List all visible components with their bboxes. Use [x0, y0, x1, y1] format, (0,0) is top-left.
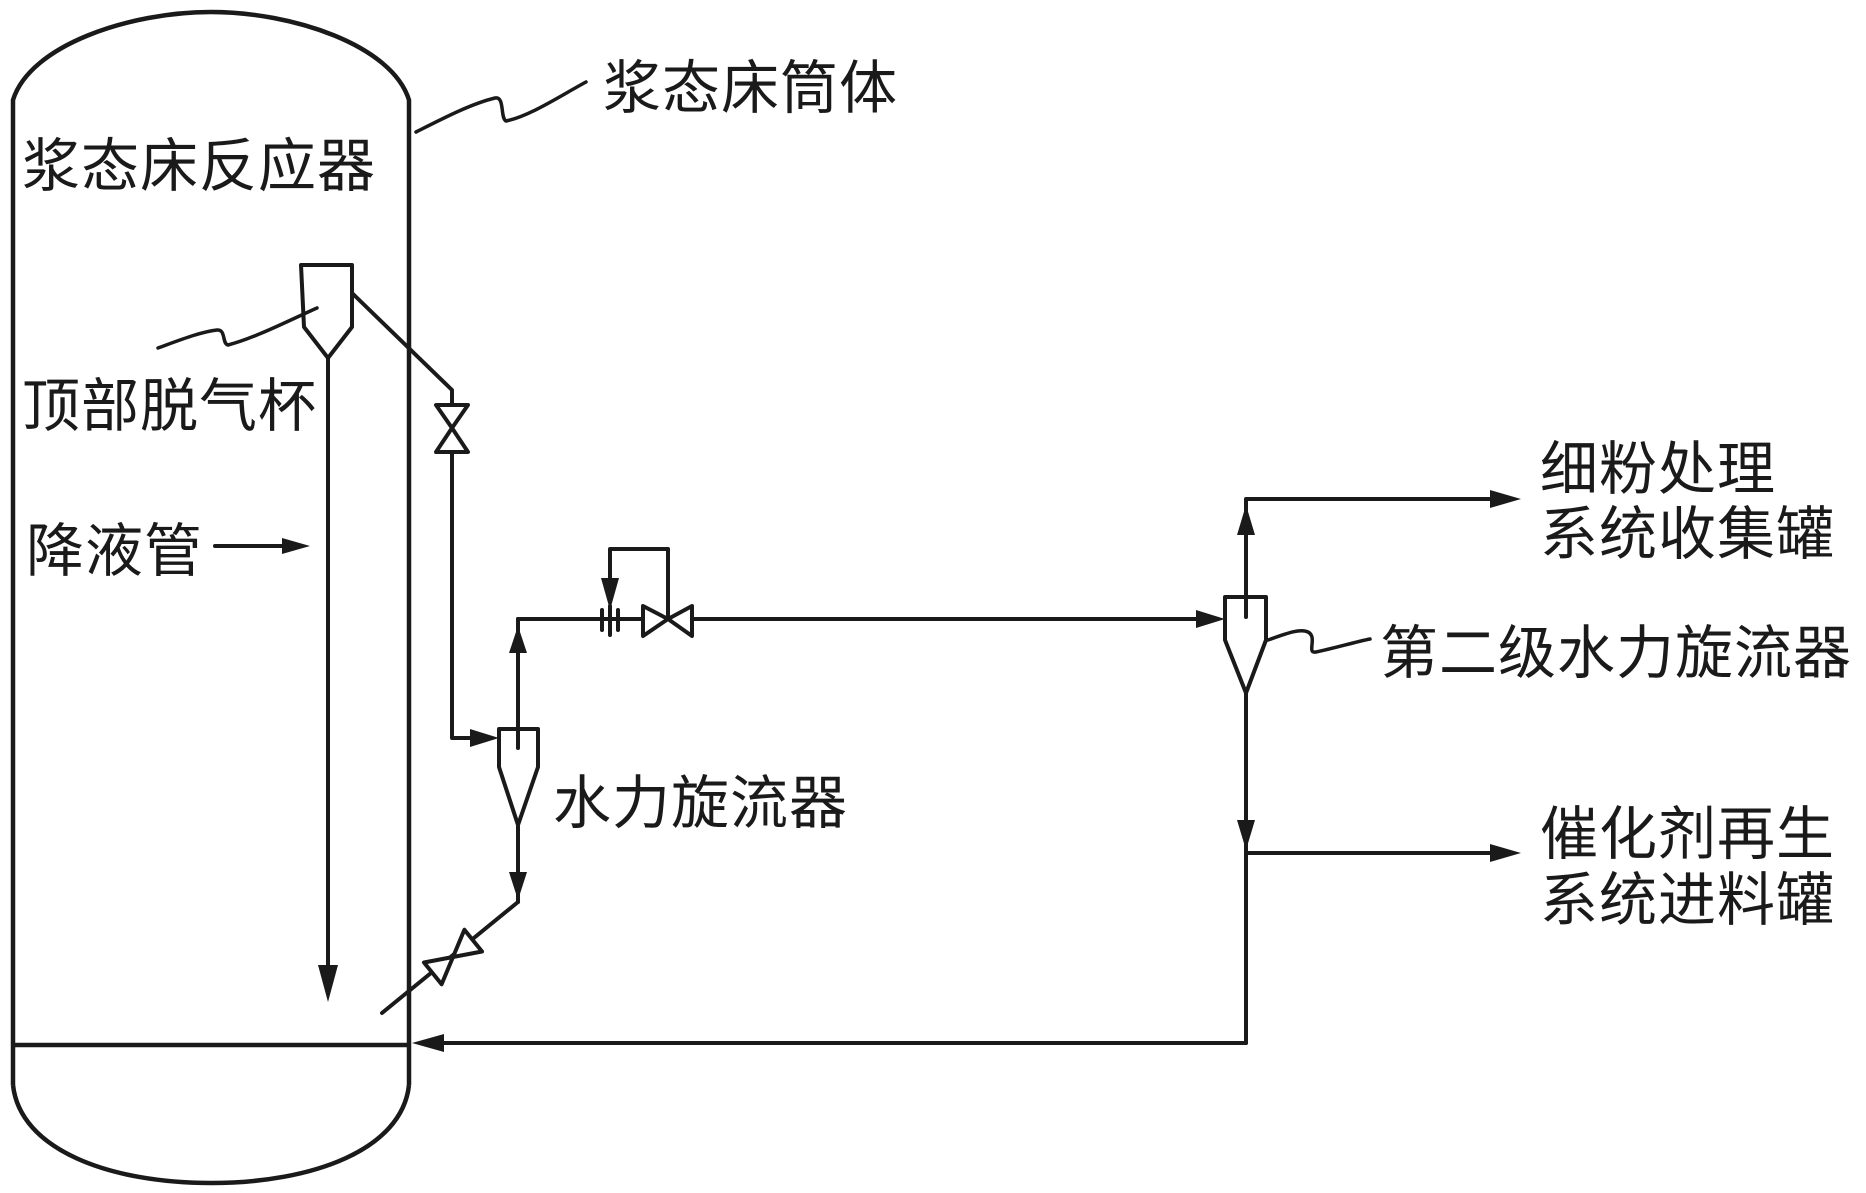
second-hydrocyclone-label: 第二级水力旋流器 — [1380, 619, 1852, 687]
gate-valve-icon-b — [451, 927, 485, 959]
cyclone-2-inlet-arrow-icon — [1196, 610, 1225, 628]
cup-outlet-pipe — [350, 291, 454, 407]
reactor-return-arrow-icon — [412, 1034, 444, 1052]
cyclone-2-leader-line — [1266, 628, 1372, 654]
downcomer-arrow-icon — [318, 965, 338, 1002]
valve-2[interactable] — [421, 927, 485, 987]
valve-1[interactable] — [434, 403, 470, 454]
hydrocyclone-label: 水力旋流器 — [553, 769, 848, 837]
gate-valve-icon — [421, 955, 455, 987]
downcomer-label: 降液管 — [26, 517, 203, 585]
reactor-vessel — [10, 9, 412, 1186]
cyclone-1-overflow-arrow-icon — [509, 626, 527, 653]
regen-tank-label-line1: 催化剂再生 — [1540, 800, 1835, 868]
fines-tank-arrow-icon — [1490, 490, 1521, 508]
reactor-label: 浆态床反应器 — [22, 132, 376, 200]
hydrocyclone-1 — [497, 727, 540, 827]
degassing-cup-leader-line — [156, 306, 319, 350]
reactor-shell-leader-line — [414, 80, 588, 134]
fines-tank-label-line2: 系统收集罐 — [1540, 500, 1835, 568]
hydrocyclone-2 — [1223, 595, 1268, 695]
fines-tank-label-line1: 细粉处理 — [1540, 435, 1776, 503]
hydrocyclone-2-body — [1223, 595, 1268, 695]
regen-tank-label-line2: 系统进料罐 — [1540, 866, 1835, 934]
degassing-cup-label: 顶部脱气杯 — [22, 372, 317, 440]
control-valve-icon — [641, 604, 670, 638]
reactor-shell-label: 浆态床筒体 — [603, 54, 898, 122]
reactor-bottom-head — [10, 1084, 412, 1186]
hydrocyclone-1-body — [497, 727, 540, 827]
gate-valve-icon — [434, 403, 470, 454]
reactor-shell — [10, 9, 412, 1085]
regen-tank-arrow-icon — [1490, 844, 1521, 862]
downcomer-pointer-arrow-icon — [282, 538, 310, 554]
cyclone-1-inlet-arrow-icon — [470, 729, 499, 747]
degassing-cup — [299, 263, 354, 360]
control-signal-arrow-icon — [601, 578, 619, 610]
degassing-cup-body — [299, 263, 354, 360]
cyclone-2-underflow-arrow-icon — [1237, 820, 1255, 850]
cyclone-2-overflow-arrow-icon — [1237, 505, 1255, 535]
control-signal-loop — [608, 547, 670, 621]
cyclone-1-underflow-arrow-icon — [509, 872, 527, 900]
valve-1-to-cyclone-pipe — [450, 450, 486, 740]
cyclone-2-overflow-pipe — [1244, 497, 1507, 599]
control-valve-icon-right — [666, 604, 694, 638]
